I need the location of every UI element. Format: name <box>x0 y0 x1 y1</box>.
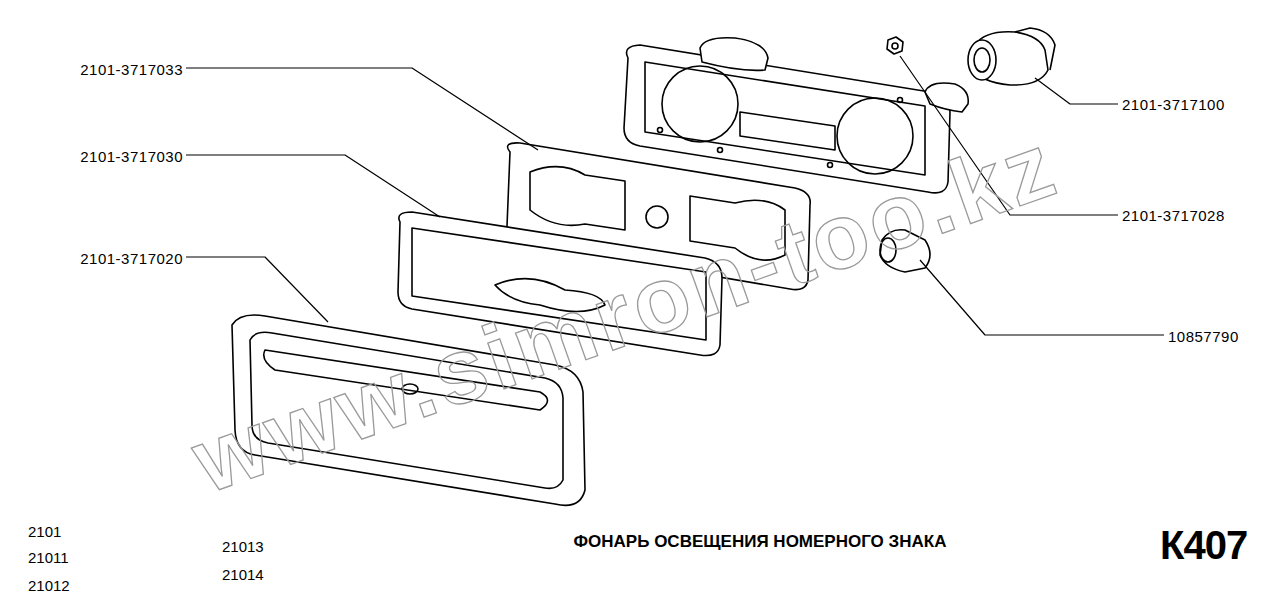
diagram-title: ФОНАРЬ ОСВЕЩЕНИЯ НОМЕРНОГО ЗНАКА <box>574 533 947 550</box>
hole <box>658 128 663 133</box>
part-number: 2101-3717028 <box>1122 208 1225 223</box>
socket-boss <box>925 83 968 112</box>
hole <box>828 163 833 168</box>
part-number: 10857790 <box>1168 329 1239 344</box>
housing-inner <box>645 62 925 175</box>
model-code: 21012 <box>28 578 70 593</box>
hole <box>718 148 723 153</box>
model-code: 21013 <box>222 539 264 554</box>
part-number: 2101-3717020 <box>80 251 183 266</box>
nut-hole <box>892 43 898 49</box>
model-code: 21011 <box>28 550 69 565</box>
sheet-number: К407 <box>1160 525 1247 565</box>
housing-hole <box>837 98 913 174</box>
part-number: 2101-3717033 <box>80 62 183 77</box>
socket-flange <box>1015 28 1055 70</box>
socket-end <box>974 48 990 72</box>
model-code: 21014 <box>222 567 264 582</box>
gasket-opening <box>530 167 625 230</box>
part-number: 2101-3717030 <box>80 149 183 164</box>
gasket-hole <box>646 206 668 228</box>
socket-end <box>968 40 996 80</box>
model-code: 2101 <box>28 524 61 539</box>
socket-boss <box>700 38 768 71</box>
nut <box>887 37 903 54</box>
hole <box>898 98 903 103</box>
housing-hole <box>662 66 738 142</box>
part-number: 2101-3717100 <box>1122 97 1225 112</box>
housing-plate <box>740 112 835 150</box>
